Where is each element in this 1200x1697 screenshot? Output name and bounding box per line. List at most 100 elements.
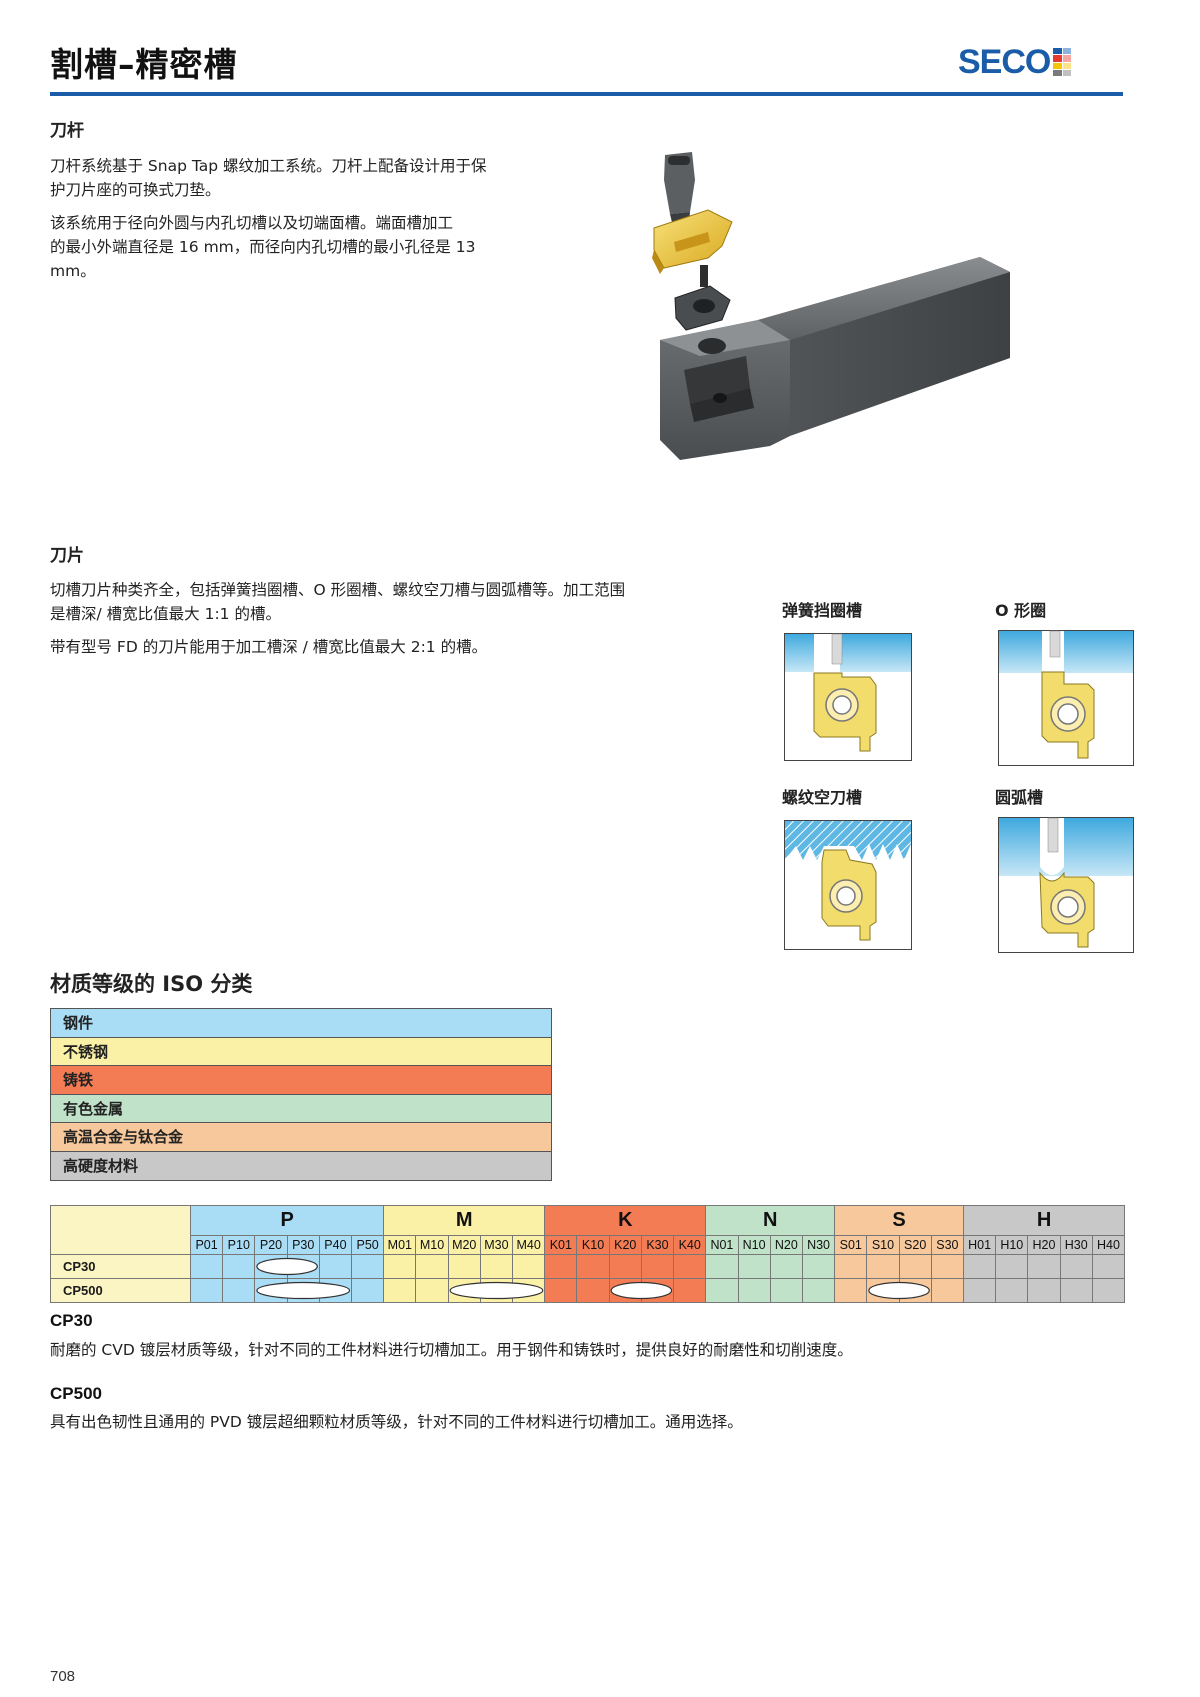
- grade-cell: [222, 1278, 256, 1303]
- o-ring-groove-icon: [998, 630, 1134, 766]
- grade-cell: [673, 1278, 707, 1303]
- iso-subgroup: K10: [576, 1235, 610, 1255]
- grade-cell: [254, 1254, 288, 1279]
- grade-cell: [769, 1254, 803, 1279]
- legend-row: 高硬度材料: [51, 1151, 551, 1180]
- grade-description-cp30: 耐磨的 CVD 镀层材质等级，针对不同的工件材料进行切槽加工。用于钢件和铸铁时，…: [50, 1341, 853, 1359]
- iso-group-h: H: [962, 1205, 1126, 1236]
- grade-cell: [705, 1254, 739, 1279]
- grade-cell: [737, 1278, 771, 1303]
- iso-subgroup: P40: [318, 1235, 353, 1255]
- grade-cell: [608, 1254, 642, 1279]
- grade-cell: [737, 1254, 771, 1279]
- radius-groove-icon: [998, 817, 1134, 953]
- grade-cell: [801, 1278, 836, 1303]
- grade-cell: [447, 1278, 481, 1303]
- grade-cell: [640, 1254, 675, 1279]
- tool-holder-illustration: [652, 152, 1010, 460]
- grade-cell: [479, 1254, 514, 1279]
- legend-row: 高温合金与钛合金: [51, 1123, 551, 1152]
- iso-subgroup: M01: [383, 1235, 417, 1255]
- grade-cell: [1091, 1254, 1126, 1279]
- iso-subgroup: S20: [898, 1235, 932, 1255]
- iso-group-s: S: [834, 1205, 964, 1236]
- text-line: 刀杆系统基于 Snap Tap 螺纹加工系统。刀杆上配备设计用于保: [50, 157, 487, 175]
- iso-subgroup: M10: [415, 1235, 449, 1255]
- iso-subgroup: M20: [447, 1235, 481, 1255]
- holder-paragraph-1: 刀杆系统基于 Snap Tap 螺纹加工系统。刀杆上配备设计用于保 护刀片座的可…: [50, 154, 570, 202]
- grade-cell: [576, 1278, 610, 1303]
- text-line: mm。: [50, 262, 96, 280]
- grade-cell: [351, 1278, 385, 1303]
- grade-cell: [286, 1254, 320, 1279]
- page-number: 708: [50, 1668, 76, 1685]
- legend-row: 有色金属: [51, 1094, 551, 1123]
- grade-cell: [479, 1278, 514, 1303]
- text-line: 切槽刀片种类齐全，包括弹簧挡圈槽、O 形圈槽、螺纹空刀槽与圆弧槽等。加工范围: [50, 581, 626, 599]
- iso-subgroup: P30: [286, 1235, 320, 1255]
- grade-cell: [189, 1254, 224, 1279]
- iso-subgroup: M40: [512, 1235, 546, 1255]
- iso-subgroup: P50: [351, 1235, 385, 1255]
- iso-subgroup: N20: [769, 1235, 803, 1255]
- iso-subgroup: S30: [930, 1235, 965, 1255]
- grade-cell: [834, 1254, 868, 1279]
- iso-group-n: N: [705, 1205, 836, 1236]
- grade-heading-cp30: CP30: [50, 1311, 93, 1330]
- iso-subgroup: H30: [1059, 1235, 1093, 1255]
- grade-row: CP500: [50, 1278, 1126, 1303]
- iso-group-k: K: [544, 1205, 707, 1236]
- iso-subgroup: P20: [254, 1235, 288, 1255]
- iso-subgroup: P10: [222, 1235, 256, 1255]
- groove-label-thread-relief: 螺纹空刀槽: [782, 788, 863, 807]
- iso-subgroup: K40: [673, 1235, 707, 1255]
- grade-cell: [1091, 1278, 1126, 1303]
- grade-cell: [447, 1254, 481, 1279]
- logo-mark-icon: [1053, 48, 1072, 76]
- grade-cell: [898, 1254, 932, 1279]
- grade-cell: [512, 1254, 546, 1279]
- grade-cell: [383, 1278, 417, 1303]
- text-line: 带有型号 FD 的刀片能用于加工槽深 / 槽宽比值最大 2:1 的槽。: [50, 638, 488, 656]
- grade-cell: [415, 1278, 449, 1303]
- grade-description-cp500: 具有出色韧性且通用的 PVD 镀层超细颗粒材质等级，针对不同的工件材料进行切槽加…: [50, 1413, 743, 1431]
- grade-cell: [383, 1254, 417, 1279]
- iso-subgroup: H10: [995, 1235, 1029, 1255]
- grade-cell: [995, 1254, 1029, 1279]
- grade-cell: [866, 1254, 900, 1279]
- title-rule: [50, 92, 1123, 96]
- text-line: 该系统用于径向外圆与内孔切槽以及切端面槽。端面槽加工: [50, 214, 454, 232]
- grade-cell: [866, 1278, 900, 1303]
- iso-subgroup: N01: [705, 1235, 739, 1255]
- grade-cell: [1027, 1278, 1061, 1303]
- grade-cell: [673, 1254, 707, 1279]
- grade-cell: [1027, 1254, 1061, 1279]
- grade-cell: [318, 1278, 353, 1303]
- grade-cell: [640, 1278, 675, 1303]
- holder-body-icon: [660, 257, 1010, 460]
- grade-cell: [801, 1254, 836, 1279]
- iso-subgroup: S01: [834, 1235, 868, 1255]
- text-line: 护刀片座的可换式刀垫。: [50, 181, 221, 199]
- grade-cell: [544, 1254, 578, 1279]
- iso-subgroup: K30: [640, 1235, 675, 1255]
- holder-heading: 刀杆: [50, 121, 84, 141]
- inserts-paragraph-1: 切槽刀片种类齐全，包括弹簧挡圈槽、O 形圈槽、螺纹空刀槽与圆弧槽等。加工范围 是…: [50, 578, 730, 626]
- iso-subgroup: M30: [479, 1235, 514, 1255]
- grade-cell: [962, 1278, 997, 1303]
- grade-row: CP30: [50, 1254, 1126, 1279]
- grade-cell: [834, 1278, 868, 1303]
- iso-group-p: P: [189, 1205, 385, 1236]
- legend-row: 钢件: [51, 1009, 551, 1038]
- groove-label-o-ring: O 形圈: [995, 601, 1047, 620]
- inserts-paragraph-2: 带有型号 FD 的刀片能用于加工槽深 / 槽宽比值最大 2:1 的槽。: [50, 635, 730, 659]
- material-legend: 钢件不锈钢铸铁有色金属高温合金与钛合金高硬度材料: [50, 1008, 552, 1181]
- grade-name: CP500: [50, 1278, 191, 1303]
- text-line: 的最小外端直径是 16 mm，而径向内孔切槽的最小孔径是 13: [50, 238, 476, 256]
- grade-cell: [962, 1254, 997, 1279]
- iso-group-m: M: [383, 1205, 546, 1236]
- grade-cell: [608, 1278, 642, 1303]
- grade-cell: [769, 1278, 803, 1303]
- iso-section-title: 材质等级的 ISO 分类: [50, 972, 253, 996]
